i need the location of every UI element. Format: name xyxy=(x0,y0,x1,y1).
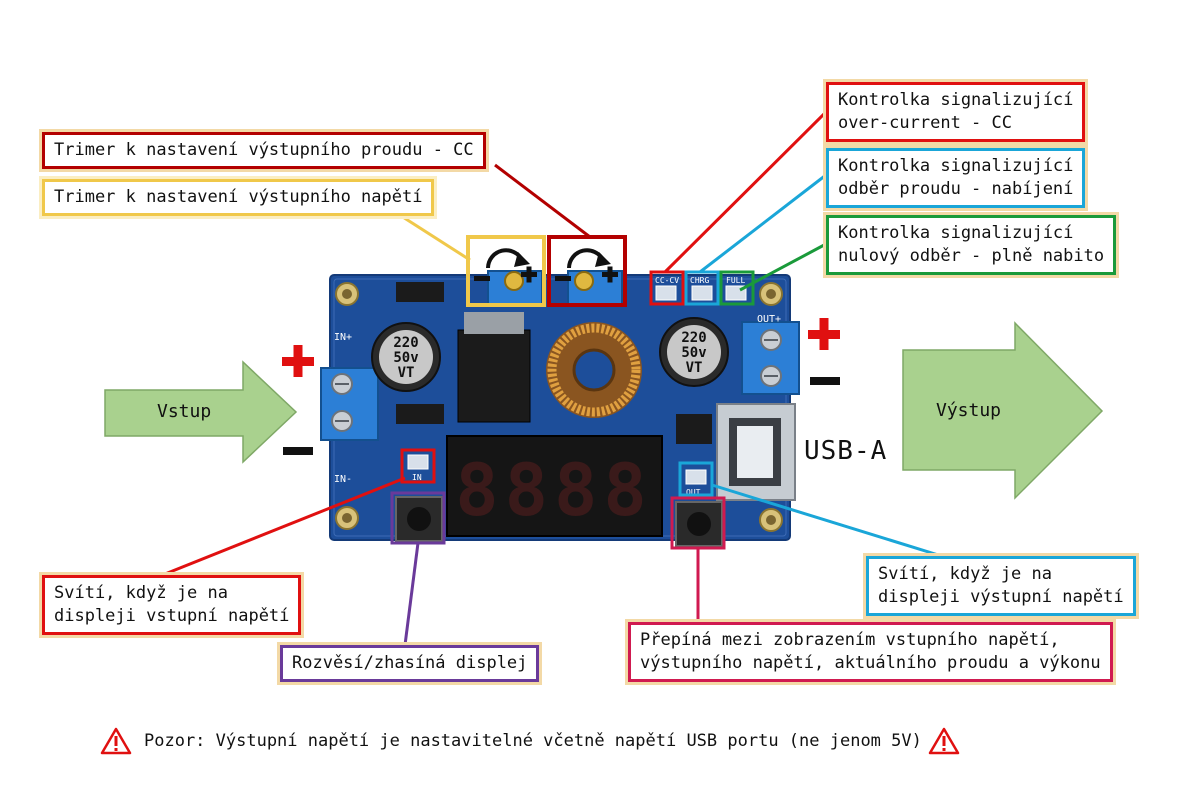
label-led-full: Kontrolka signalizující nulový odběr - p… xyxy=(826,215,1117,275)
usb-label: USB-A xyxy=(804,436,888,466)
warning-text: Pozor: Výstupní napětí je nastavitelné v… xyxy=(144,731,922,751)
silk-led-out: OUT xyxy=(686,488,701,497)
input-arrow-label: Vstup xyxy=(157,401,212,422)
cap-left-text-1: 220 xyxy=(393,335,418,351)
warning-icon xyxy=(100,727,132,755)
label-button-switch: Přepíná mezi zobrazením vstupního napětí… xyxy=(628,622,1113,682)
silk-in-minus: IN- xyxy=(334,474,352,485)
label-led-out: Svítí, když je na displeji výstupní napě… xyxy=(866,556,1136,616)
connector-led-full xyxy=(739,242,827,292)
cap-left-text-3: VT xyxy=(398,365,415,381)
warning-icon xyxy=(928,727,960,755)
input-arrow xyxy=(104,360,298,464)
label-button-display-text: Rozvěsí/zhasíná displej xyxy=(292,653,528,673)
led-in-highlight xyxy=(400,448,436,484)
label-led-full-line1: Kontrolka signalizující xyxy=(838,223,1074,243)
seven-segment-digits: 8888 xyxy=(455,448,652,532)
led-out-highlight xyxy=(678,461,714,497)
label-button-switch-line1: Přepíná mezi zobrazením vstupního napětí… xyxy=(640,630,1060,650)
cap-left-text-2: 50v xyxy=(393,350,418,366)
output-arrow xyxy=(902,321,1104,500)
label-trimmer-current-text: Trimer k nastavení výstupního proudu - C… xyxy=(54,140,474,160)
output-minus-sign xyxy=(810,377,840,385)
label-led-cc-line1: Kontrolka signalizující xyxy=(838,90,1074,110)
label-led-cc-line2: over-current - CC xyxy=(838,113,1012,133)
led-cc xyxy=(655,285,677,301)
label-led-in-line1: Svítí, když je na xyxy=(54,583,228,603)
connector-trimmer-voltage xyxy=(394,210,471,262)
pcb-board xyxy=(320,270,800,547)
cap-right-text-3: VT xyxy=(686,360,703,376)
output-plus-sign xyxy=(808,318,840,350)
trimmer-voltage-highlight xyxy=(466,235,546,307)
label-led-out-line2: displeji výstupní napětí xyxy=(878,587,1124,607)
label-led-out-line1: Svítí, když je na xyxy=(878,564,1052,584)
output-arrow-label: Výstup xyxy=(936,400,1002,421)
label-trimmer-voltage-text: Trimer k nastavení výstupního napětí xyxy=(54,187,423,207)
cap-right-text-2: 50v xyxy=(681,345,706,361)
input-plus-sign xyxy=(282,345,314,377)
label-trimmer-current: Trimer k nastavení výstupního proudu - C… xyxy=(42,132,486,169)
connector-led-out xyxy=(711,483,949,560)
label-led-charging-line1: Kontrolka signalizující xyxy=(838,156,1074,176)
silk-led-chrg: CHRG xyxy=(690,276,709,285)
label-led-charging: Kontrolka signalizující odběr proudu - n… xyxy=(826,148,1086,208)
label-led-full-line2: nulový odběr - plně nabito xyxy=(838,246,1105,266)
silk-in-plus: IN+ xyxy=(334,332,352,343)
connector-trimmer-current xyxy=(494,163,591,239)
led-out xyxy=(685,469,707,485)
label-led-cc: Kontrolka signalizující over-current - C… xyxy=(826,82,1086,142)
led-full-highlight xyxy=(719,270,755,306)
silk-out-plus: OUT+ xyxy=(757,314,781,325)
warning-note: Pozor: Výstupní napětí je nastavitelné v… xyxy=(100,726,1060,756)
input-minus-sign xyxy=(283,447,313,455)
cap-right-text-1: 220 xyxy=(681,330,706,346)
led-in xyxy=(407,454,429,470)
led-chrg xyxy=(691,285,713,301)
connector-led-in xyxy=(154,476,406,580)
silk-led-cc: CC-CV xyxy=(655,276,679,285)
trimmer-current-highlight xyxy=(547,235,627,307)
label-led-in: Svítí, když je na displeji vstupní napět… xyxy=(42,575,302,635)
label-led-charging-line2: odběr proudu - nabíjení xyxy=(838,179,1074,199)
label-led-in-line2: displeji vstupní napětí xyxy=(54,606,290,626)
connector-led-cc xyxy=(663,110,828,274)
silk-led-full: FULL xyxy=(726,276,745,285)
connector-led-chrg xyxy=(699,173,827,274)
label-trimmer-voltage: Trimer k nastavení výstupního napětí xyxy=(42,179,435,216)
label-button-display: Rozvěsí/zhasíná displej xyxy=(280,645,540,682)
label-button-switch-line2: výstupního napětí, aktuálního proudu a v… xyxy=(640,653,1101,673)
connector-button-display xyxy=(403,542,420,646)
silk-led-in: IN xyxy=(412,473,422,482)
